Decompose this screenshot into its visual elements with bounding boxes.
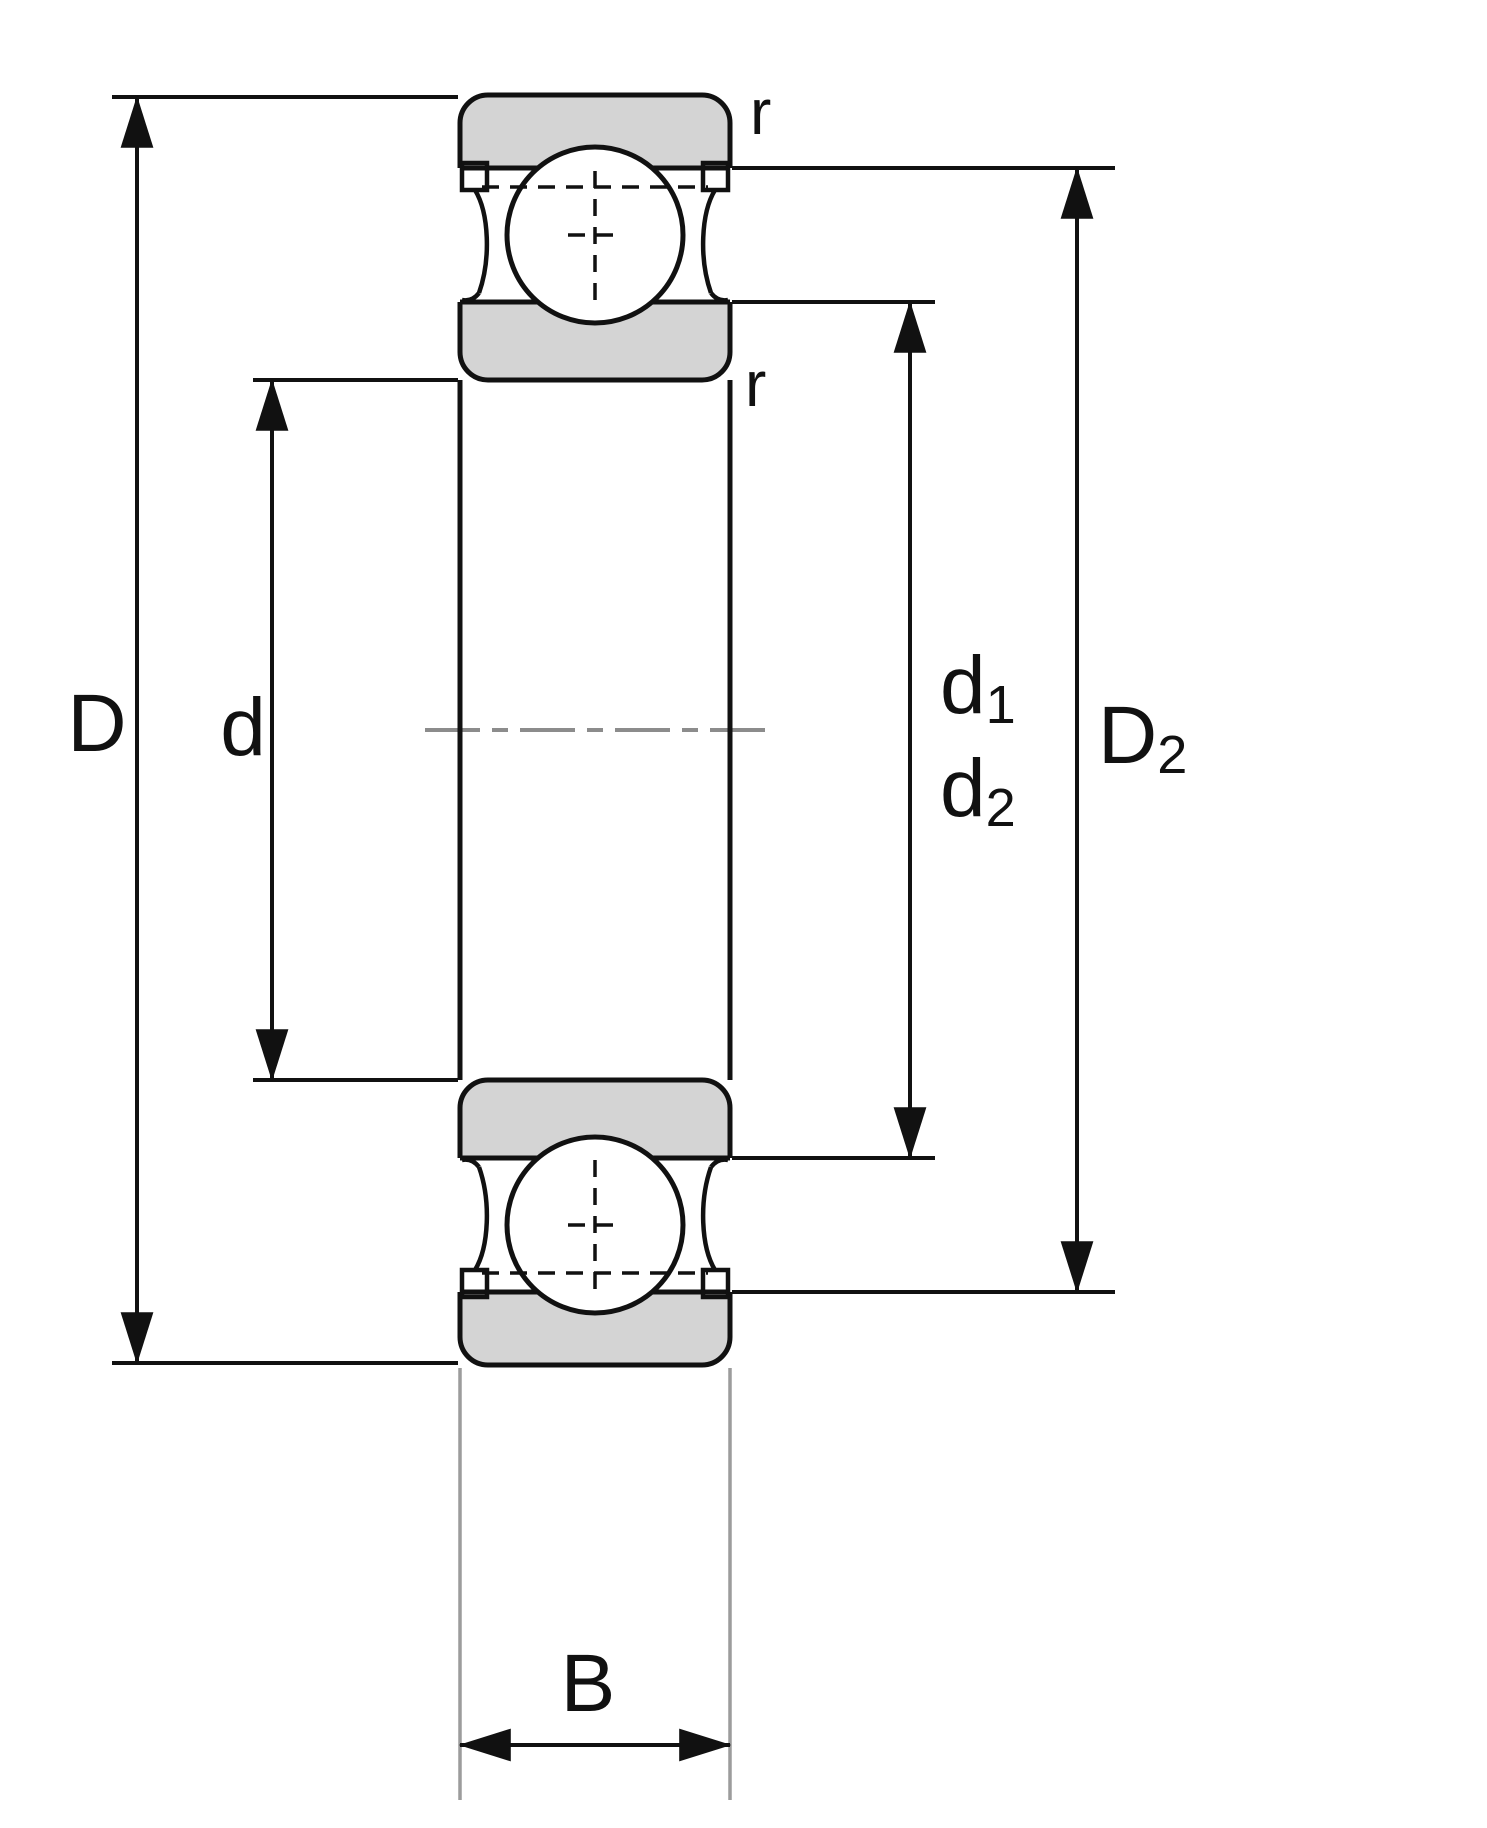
dim-label-B-text: B [560, 1638, 616, 1729]
dim-label-D2-base: D [1098, 690, 1158, 781]
dim-label-d2: d2 [940, 748, 1016, 835]
dim-label-d-text: d [220, 682, 266, 773]
dim-label-D: D [67, 683, 126, 765]
fillet-label-r-top-text: r [750, 76, 772, 148]
shield-left [459, 160, 490, 303]
dim-label-d: d [220, 687, 266, 769]
dim-label-d1: d1 [940, 645, 1016, 732]
dim-label-d2-sub: 2 [985, 777, 1016, 838]
fillet-label-r-bottom-text: r [745, 348, 767, 420]
dim-label-D2: D2 [1098, 695, 1187, 782]
shield-anchor-notch [459, 160, 490, 193]
dim-label-d1-base: d [940, 640, 986, 731]
dim-label-B: B [561, 1643, 616, 1725]
dim-label-D-text: D [67, 678, 127, 769]
bearing-section-top [455, 92, 735, 383]
fillet-label-r-top: r [750, 80, 771, 144]
dim-label-D2-sub: 2 [1157, 724, 1188, 785]
bearing-section-bottom [455, 1080, 735, 1365]
dim-label-d2-base: d [940, 743, 986, 834]
shield-lip [461, 291, 481, 303]
shield-profile [473, 188, 490, 294]
fillet-label-r-bottom: r [745, 352, 766, 416]
dim-label-d1-sub: 1 [985, 674, 1016, 735]
